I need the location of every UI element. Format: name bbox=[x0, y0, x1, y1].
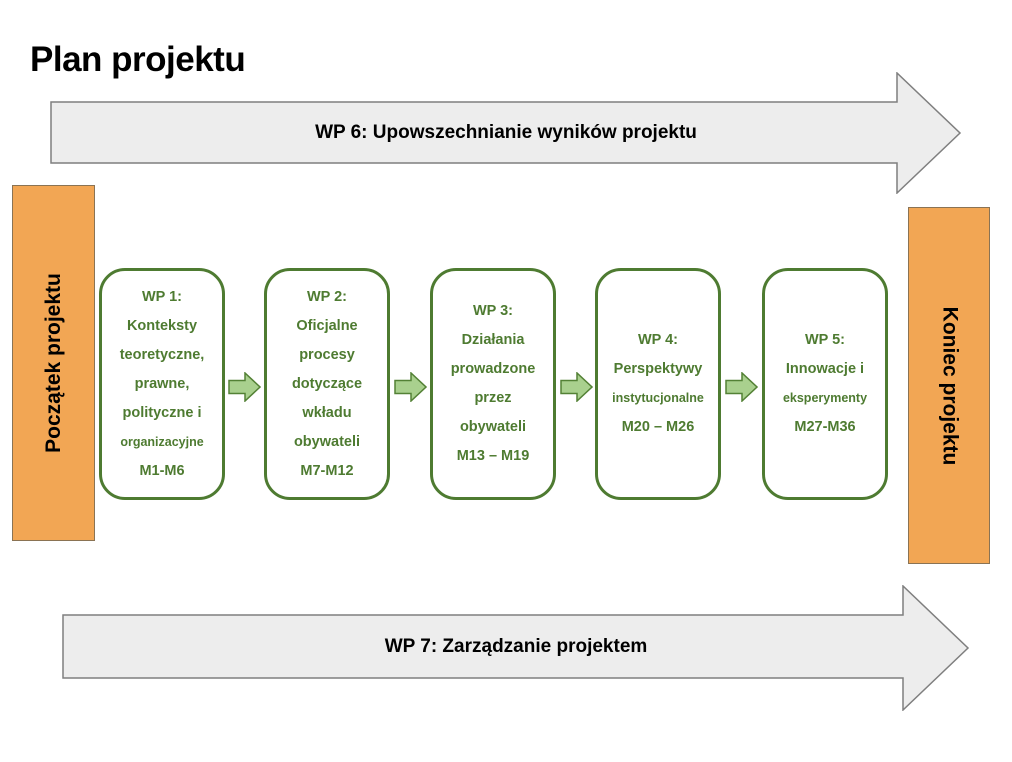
wp6-arrow-label: WP 6: Upowszechnianie wyników projektu bbox=[315, 121, 697, 143]
wp4-line: M20 – M26 bbox=[621, 419, 695, 435]
wp2-line: procesy bbox=[299, 346, 355, 363]
right-arrow-icon bbox=[228, 372, 261, 402]
wp5-line: eksperymenty bbox=[782, 391, 868, 405]
wp7-arrow-shape bbox=[62, 585, 970, 711]
wp1-line: M1-M6 bbox=[139, 462, 185, 479]
wp4-line: WP 4: bbox=[637, 332, 679, 348]
wp1-line: teoretyczne, bbox=[119, 346, 205, 363]
wp3-line: obywateli bbox=[459, 419, 527, 435]
project-start-label: Początek projektu bbox=[41, 273, 65, 453]
wp2-line: Oficjalne bbox=[296, 317, 358, 334]
wp2-line: M7-M12 bbox=[300, 462, 354, 479]
right-arrow-icon bbox=[725, 372, 758, 402]
flow-arrow-3 bbox=[560, 372, 593, 402]
page-title: Plan projektu bbox=[30, 40, 246, 79]
wp1-line: WP 1: bbox=[141, 288, 183, 305]
project-end-bar: Koniec projektu bbox=[908, 207, 990, 564]
wp3-line: przez bbox=[474, 390, 512, 406]
wp1-line: prawne, bbox=[134, 375, 190, 392]
project-start-bar: Początek projektu bbox=[12, 185, 95, 541]
wp1-line: organizacyjne bbox=[120, 434, 204, 449]
wp1-box: WP 1: Konteksty teoretyczne, prawne, pol… bbox=[99, 268, 225, 500]
wp3-line: Działania bbox=[461, 332, 525, 348]
wp7-arrow-label: WP 7: Zarządzanie projektem bbox=[384, 635, 648, 657]
wp5-line: WP 5: bbox=[804, 332, 846, 348]
wp3-line: prowadzone bbox=[450, 361, 536, 377]
wp4-line: Perspektywy bbox=[613, 361, 703, 377]
wp2-line: WP 2: bbox=[306, 288, 348, 305]
right-arrow-icon bbox=[62, 585, 970, 711]
flow-arrow-1 bbox=[228, 372, 261, 402]
right-arrow-icon bbox=[394, 372, 427, 402]
right-arrow-icon bbox=[50, 72, 962, 194]
wp3-line: WP 3: bbox=[472, 303, 514, 319]
right-arrow-icon bbox=[560, 372, 593, 402]
wp4-line: instytucjonalne bbox=[612, 391, 704, 405]
wp2-line: wkładu bbox=[302, 404, 352, 421]
wp1-line: polityczne i bbox=[122, 404, 202, 421]
wp4-box: WP 4: Perspektywy instytucjonalne M20 – … bbox=[595, 268, 721, 500]
wp2-line: dotyczące bbox=[291, 375, 363, 392]
wp2-box: WP 2: Oficjalne procesy dotyczące wkładu… bbox=[264, 268, 390, 500]
wp2-line: obywateli bbox=[293, 433, 361, 450]
wp5-box: WP 5: Innowacje i eksperymenty M27-M36 bbox=[762, 268, 888, 500]
wp5-line: Innowacje i bbox=[785, 361, 865, 377]
wp3-box: WP 3: Działania prowadzone przez obywate… bbox=[430, 268, 556, 500]
wp1-line: Konteksty bbox=[126, 317, 198, 334]
wp3-line: M13 – M19 bbox=[456, 448, 530, 464]
project-end-label: Koniec projektu bbox=[938, 306, 962, 465]
wp5-line: M27-M36 bbox=[794, 419, 856, 435]
flow-arrow-4 bbox=[725, 372, 758, 402]
flow-arrow-2 bbox=[394, 372, 427, 402]
wp6-arrow-shape bbox=[50, 72, 962, 194]
